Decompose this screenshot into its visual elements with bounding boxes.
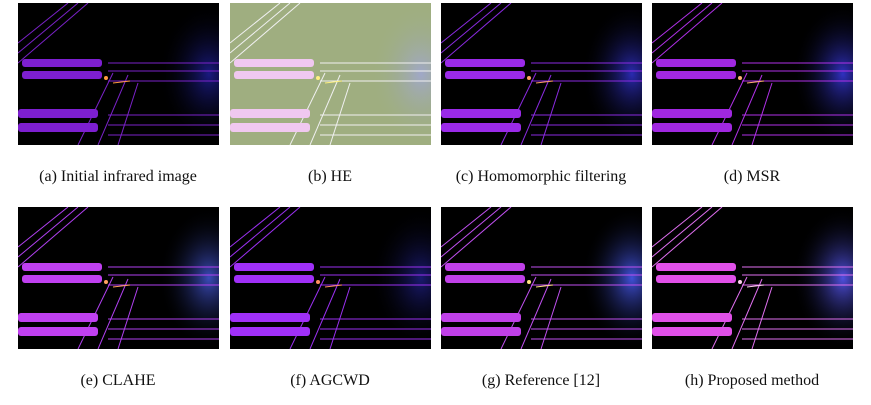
figure-caption-c: (c) Homomorphic filtering: [455, 168, 627, 185]
figure-image-d: [652, 3, 853, 145]
figure-caption-b: (b) HE: [308, 168, 352, 185]
figure-image-a: [18, 3, 219, 145]
figure-image-c: [441, 3, 642, 145]
figure-image-e: [18, 207, 219, 349]
figure-caption-e: (e) CLAHE: [80, 372, 156, 389]
figure-image-g: [441, 207, 642, 349]
figure-caption-g: (g) Reference [12]: [481, 372, 601, 389]
figure-caption-f: (f) AGCWD: [290, 372, 370, 389]
figure-caption-h: (h) Proposed method: [684, 372, 820, 389]
figure-caption-d: (d) MSR: [723, 168, 781, 185]
figure-image-f: [230, 207, 431, 349]
figure-caption-a: (a) Initial infrared image: [39, 168, 197, 185]
figure-image-b: [230, 3, 431, 145]
figure-image-h: [652, 207, 853, 349]
